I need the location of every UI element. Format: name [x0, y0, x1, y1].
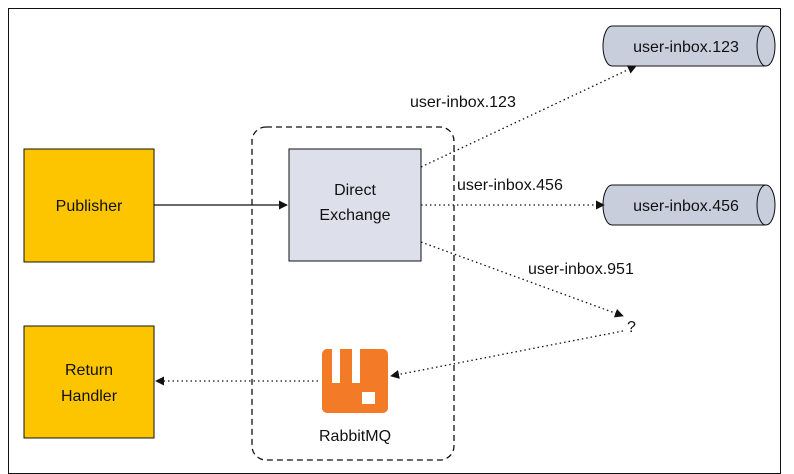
rabbitmq-logo-icon	[322, 349, 388, 413]
unroutable-marker: ?	[627, 319, 636, 336]
queue-user-inbox-123: user-inbox.123	[602, 25, 776, 67]
routing-key-456: user-inbox.456	[457, 177, 563, 194]
exchange-label-line2: Exchange	[319, 207, 390, 224]
exchange-label-line1: Direct	[334, 182, 376, 199]
return-handler-label-line2: Handler	[61, 388, 118, 405]
rabbitmq-label: RabbitMQ	[319, 428, 391, 445]
direct-exchange-box	[288, 148, 422, 262]
return-handler-box	[23, 325, 155, 439]
broker-boundary	[251, 126, 455, 461]
queue-123-label: user-inbox.123	[633, 39, 739, 56]
queue-456-label: user-inbox.456	[633, 198, 739, 215]
return-handler-label-line1: Return	[65, 362, 113, 379]
route-arrow-951	[420, 241, 624, 318]
publisher-label: Publisher	[56, 198, 123, 215]
return-to-broker-arrow	[390, 330, 624, 379]
queue-user-inbox-456: user-inbox.456	[602, 184, 776, 226]
route-arrow-123	[420, 65, 637, 168]
routing-key-123: user-inbox.123	[410, 94, 516, 111]
routing-key-951: user-inbox.951	[528, 261, 634, 278]
